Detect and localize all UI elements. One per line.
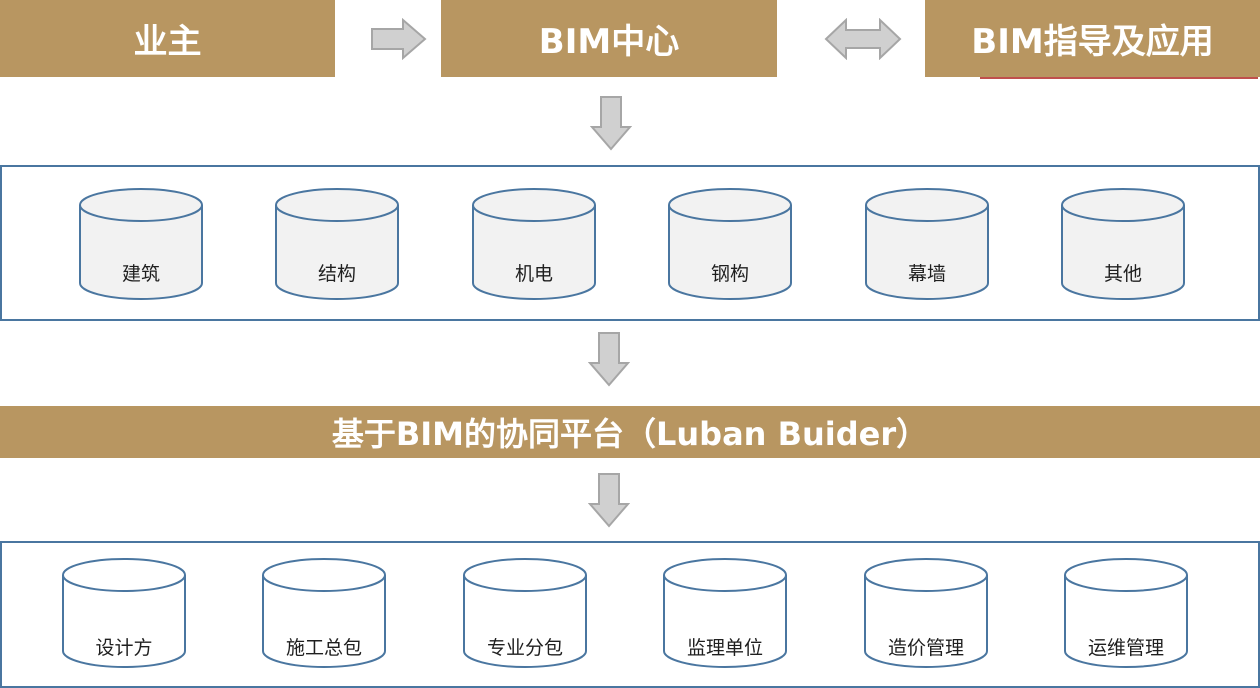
bim-guidance-label: BIM指导及应用 bbox=[971, 22, 1214, 62]
down-arrow-icon bbox=[588, 332, 630, 387]
platform-bar: 基于BIM的协同平台（Luban Buider） bbox=[0, 406, 1260, 458]
database-icon bbox=[463, 558, 587, 668]
right-arrow-icon bbox=[371, 18, 427, 60]
discipline-label: 其他 bbox=[1103, 263, 1142, 285]
owner-box: 业主 bbox=[0, 0, 335, 77]
participant-label: 运维管理 bbox=[1087, 637, 1164, 659]
participant-cylinder: 运维管理 bbox=[1063, 557, 1189, 671]
disciplines-panel: 建筑 结构 机电 钢构 幕墙 其他 bbox=[0, 165, 1260, 321]
discipline-cylinder: 幕墙 bbox=[864, 187, 990, 303]
participant-label: 监理单位 bbox=[686, 637, 763, 659]
database-icon bbox=[262, 558, 386, 668]
participant-cylinder: 监理单位 bbox=[662, 557, 788, 671]
database-icon bbox=[472, 188, 596, 300]
participant-cylinder: 造价管理 bbox=[863, 557, 989, 671]
discipline-cylinder: 钢构 bbox=[667, 187, 793, 303]
database-icon bbox=[865, 188, 989, 300]
discipline-cylinder: 结构 bbox=[274, 187, 400, 303]
down-arrow-icon bbox=[590, 96, 632, 151]
participant-label: 设计方 bbox=[95, 637, 153, 659]
bim-center-box: BIM中心 bbox=[441, 0, 777, 77]
double-arrow-icon bbox=[824, 18, 902, 60]
participant-cylinder: 设计方 bbox=[61, 557, 187, 671]
database-icon bbox=[663, 558, 787, 668]
discipline-cylinder: 建筑 bbox=[78, 187, 204, 303]
participant-label: 专业分包 bbox=[486, 637, 563, 659]
discipline-label: 机电 bbox=[514, 263, 553, 285]
discipline-label: 建筑 bbox=[121, 263, 160, 285]
database-icon bbox=[1064, 558, 1188, 668]
discipline-label: 幕墙 bbox=[907, 263, 946, 285]
bim-center-label: BIM中心 bbox=[538, 22, 680, 62]
participant-cylinder: 施工总包 bbox=[261, 557, 387, 671]
database-icon bbox=[864, 558, 988, 668]
discipline-label: 结构 bbox=[317, 263, 356, 285]
guidance-underline bbox=[980, 77, 1258, 79]
bim-guidance-box: BIM指导及应用 bbox=[925, 0, 1260, 77]
database-icon bbox=[62, 558, 186, 668]
database-icon bbox=[1061, 188, 1185, 300]
platform-label: 基于BIM的协同平台（Luban Buider） bbox=[331, 415, 929, 453]
database-icon bbox=[668, 188, 792, 300]
database-icon bbox=[275, 188, 399, 300]
owner-label: 业主 bbox=[133, 22, 202, 62]
participants-panel: 设计方 施工总包 专业分包 监理单位 造价管理 运维管理 bbox=[0, 541, 1260, 688]
participant-cylinder: 专业分包 bbox=[462, 557, 588, 671]
down-arrow-icon bbox=[588, 473, 630, 528]
discipline-cylinder: 其他 bbox=[1060, 187, 1186, 303]
database-icon bbox=[79, 188, 203, 300]
discipline-cylinder: 机电 bbox=[471, 187, 597, 303]
discipline-label: 钢构 bbox=[710, 263, 749, 285]
participant-label: 施工总包 bbox=[285, 637, 362, 659]
participant-label: 造价管理 bbox=[887, 637, 964, 659]
